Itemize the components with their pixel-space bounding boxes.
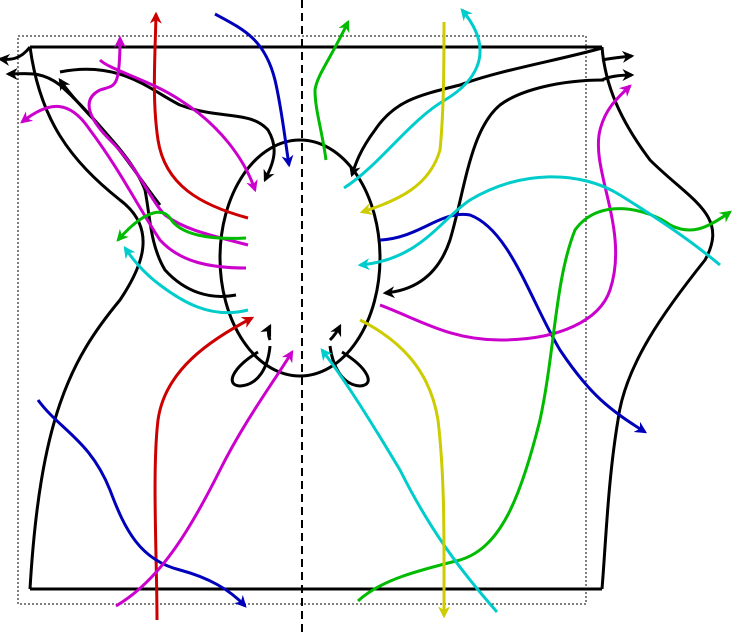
- left-boundary: [28, 46, 145, 590]
- blue-line-bottom: [36, 399, 247, 608]
- blue-line-top: [214, 12, 294, 168]
- red-line-bottom: [153, 316, 255, 621]
- cyan-line-left: [123, 246, 249, 315]
- loop-right: [328, 345, 370, 388]
- green-line-right: [356, 207, 732, 603]
- green-line-top: [313, 19, 350, 161]
- magenta-line-5: [115, 349, 294, 608]
- yellow-field-lines: [359, 21, 451, 619]
- black-line-1: [0, 46, 32, 66]
- yellow-line-bottom: [359, 318, 451, 619]
- cyan-line-right: [357, 175, 721, 271]
- inner-ellipse: [218, 138, 382, 378]
- magenta-line-3: [379, 84, 632, 342]
- magenta-line-4: [98, 58, 258, 193]
- magenta-field-lines: [20, 35, 632, 608]
- loop-left: [230, 345, 272, 388]
- yellow-line-top: [359, 21, 446, 215]
- black-line-8: [601, 50, 635, 63]
- green-line-left: [116, 210, 247, 242]
- blue-line-right: [379, 212, 648, 434]
- right-boundary: [600, 46, 715, 590]
- black-line-9: [260, 323, 272, 341]
- magenta-line-2: [20, 105, 247, 270]
- black-line-7: [601, 69, 635, 82]
- black-line-5: [349, 46, 603, 178]
- cyan-line-top: [343, 8, 482, 190]
- black-line-4: [59, 67, 276, 183]
- black-boundary-lines: [28, 45, 715, 591]
- blue-field-lines: [36, 12, 648, 608]
- red-field-lines: [149, 11, 255, 621]
- cyan-field-lines: [123, 8, 721, 613]
- cyan-line-bottom: [320, 348, 499, 613]
- black-line-2: [5, 67, 162, 206]
- magenta-line-1: [87, 35, 249, 247]
- black-line-6: [382, 78, 605, 299]
- black-line-10: [328, 323, 342, 342]
- red-line-top: [149, 11, 249, 220]
